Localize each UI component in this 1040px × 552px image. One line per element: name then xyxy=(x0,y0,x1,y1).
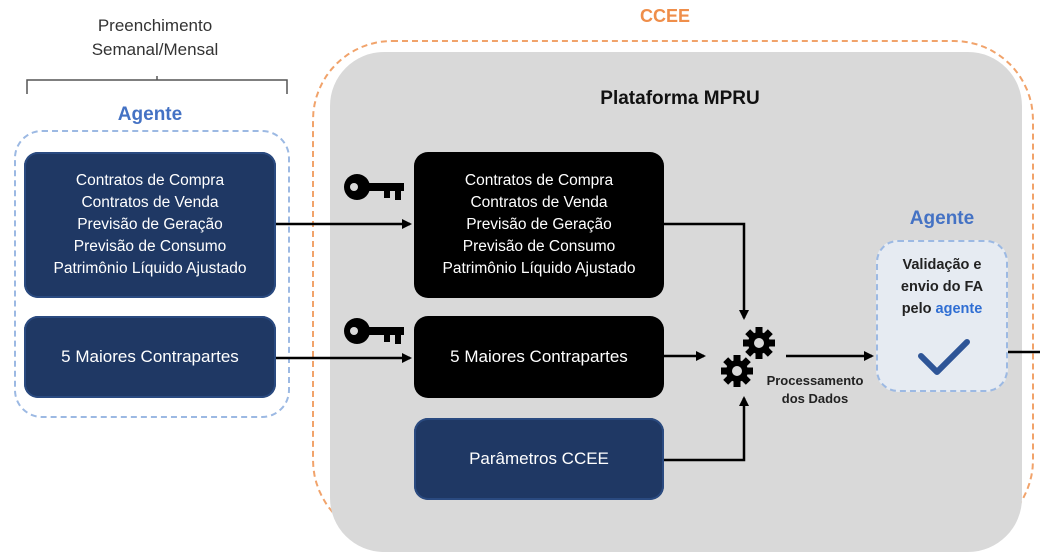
left-counterparts-box: 5 Maiores Contrapartes xyxy=(24,316,276,398)
validation-line-1: Validação e xyxy=(902,257,982,273)
left-agent-group xyxy=(14,130,290,418)
right-agent-title: Agente xyxy=(909,208,975,229)
key-icon xyxy=(344,174,404,200)
left-data-box: Contratos de Compra Contratos de Venda P… xyxy=(24,152,276,298)
platform-data-box: Contratos de Compra Contratos de Venda P… xyxy=(414,152,664,298)
platform-title: Plataforma MPRU xyxy=(600,88,760,109)
left-agent-title: Agente xyxy=(117,104,183,125)
data-item: Previsão de Geração xyxy=(466,216,612,233)
check-icon xyxy=(918,339,970,375)
caption-bracket xyxy=(26,76,288,94)
gear-icon xyxy=(721,355,753,387)
data-item: Contratos de Venda xyxy=(470,194,608,211)
data-item: Contratos de Compra xyxy=(75,172,225,189)
gear-icon xyxy=(743,327,775,359)
data-item: Patrimônio Líquido Ajustado xyxy=(442,260,636,277)
data-item: Previsão de Consumo xyxy=(462,238,616,255)
validation-line-2: envio do FA xyxy=(900,279,984,295)
processing-label: Processamento dos Dados xyxy=(750,372,880,408)
validation-text: Validação e envio do FA pelo agente xyxy=(876,254,1008,320)
data-item: Previsão de Consumo xyxy=(73,238,227,255)
processing-line-1: Processamento xyxy=(766,373,864,388)
ccee-label: CCEE xyxy=(639,6,690,26)
processing-line-2: dos Dados xyxy=(781,391,849,406)
params-label: Parâmetros CCEE xyxy=(469,449,609,468)
data-item: Patrimônio Líquido Ajustado xyxy=(53,260,247,277)
ccee-params-box: Parâmetros CCEE xyxy=(414,418,664,500)
key-icon xyxy=(344,318,404,344)
validation-agent-highlight: agente xyxy=(935,301,983,317)
counterparts-label: 5 Maiores Contrapartes xyxy=(61,347,239,366)
fill-frequency-caption: Preenchimento Semanal/Mensal xyxy=(40,14,270,62)
counterparts-label: 5 Maiores Contrapartes xyxy=(450,347,628,366)
caption-line-2: Semanal/Mensal xyxy=(91,40,219,59)
platform-counterparts-box: 5 Maiores Contrapartes xyxy=(414,316,664,398)
data-item: Contratos de Venda xyxy=(81,194,219,211)
validation-prefix: pelo xyxy=(901,301,936,317)
caption-line-1: Preenchimento xyxy=(97,16,213,35)
validation-line-3: pelo agente xyxy=(876,298,1008,320)
data-item: Previsão de Geração xyxy=(77,216,223,233)
data-item: Contratos de Compra xyxy=(464,172,614,189)
connector-arrows xyxy=(276,219,1040,462)
